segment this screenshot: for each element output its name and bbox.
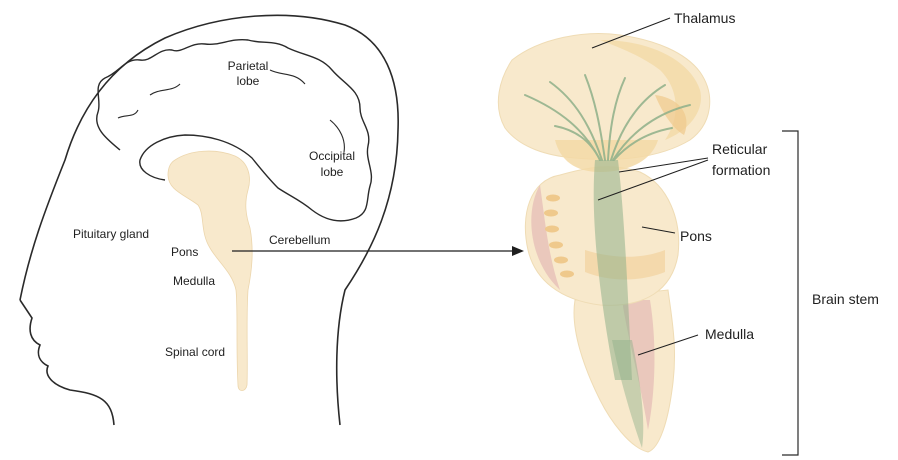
label-cerebellum: Cerebellum (269, 233, 330, 247)
label-spinal-cord: Spinal cord (165, 345, 225, 359)
brainstem-detail: Thalamus Reticular formation Pons Medull… (498, 10, 879, 455)
label-parietal-lobe-2: lobe (237, 74, 260, 88)
label-brain-stem: Brain stem (812, 291, 879, 307)
label-medulla-head: Medulla (173, 274, 215, 288)
gyri-folds (118, 70, 344, 152)
label-pituitary-gland: Pituitary gland (73, 227, 149, 241)
label-pons-detail: Pons (680, 228, 712, 244)
label-occipital-lobe-1: Occipital (309, 149, 355, 163)
label-pons-head: Pons (171, 245, 198, 259)
label-medulla-detail: Medulla (705, 326, 754, 342)
label-thalamus: Thalamus (674, 10, 735, 26)
zoom-arrow-head (512, 246, 524, 256)
label-reticular-formation-2: formation (712, 162, 770, 178)
brain-stem-bracket (782, 131, 798, 455)
label-reticular-formation-1: Reticular (712, 141, 768, 157)
label-parietal-lobe-1: Parietal (228, 59, 269, 73)
label-occipital-lobe-2: lobe (321, 165, 344, 179)
face-outline (20, 300, 114, 425)
head-profile: Parietal lobe Occipital lobe Pituitary g… (20, 15, 524, 425)
